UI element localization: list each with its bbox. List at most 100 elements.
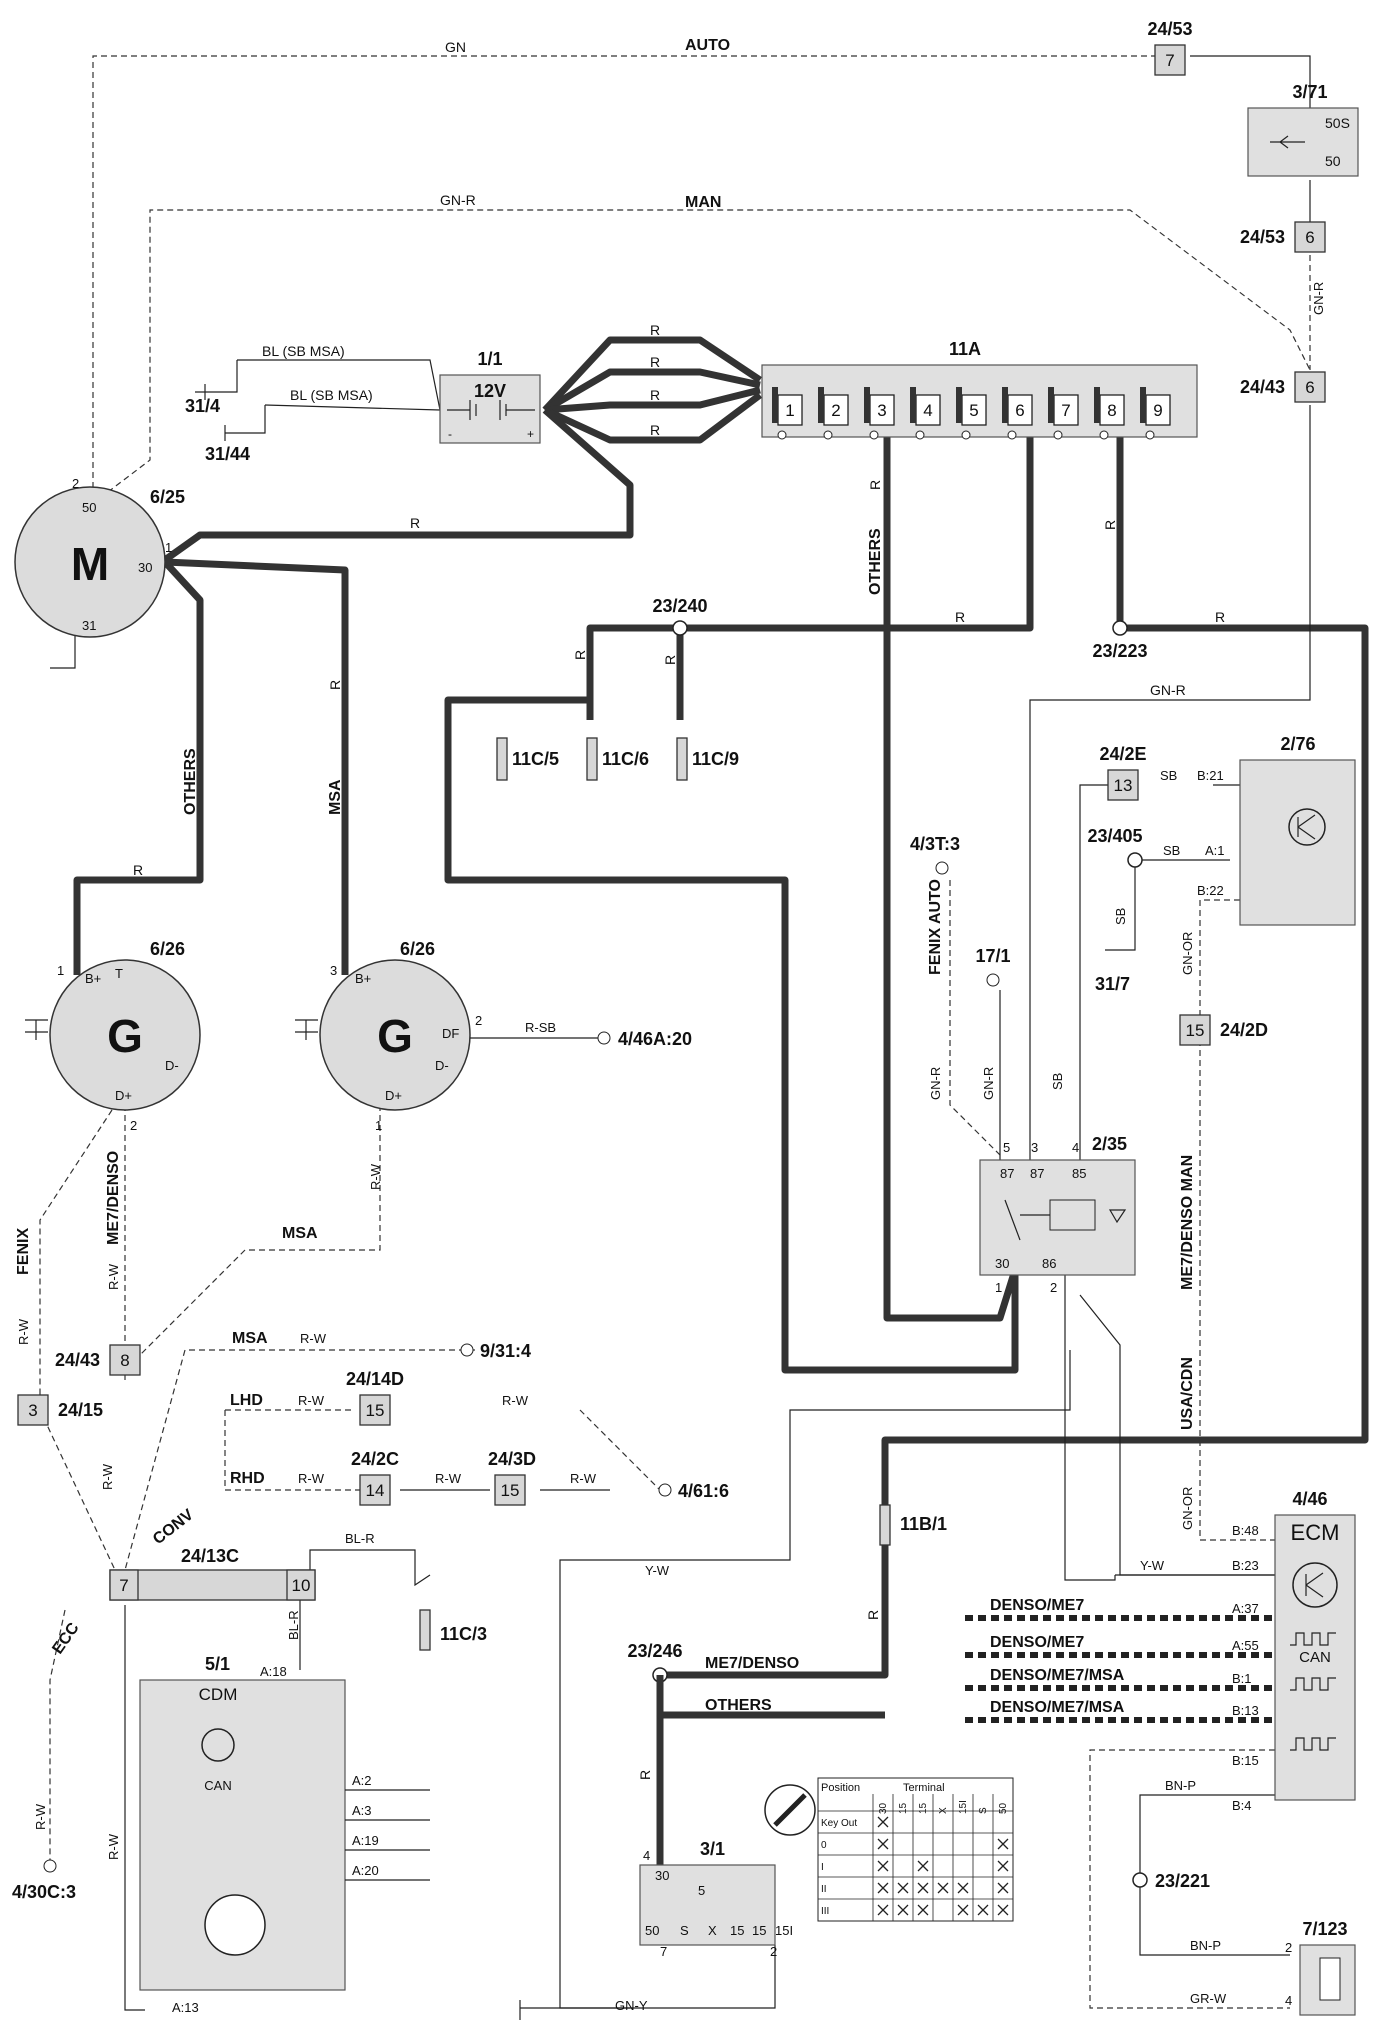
table-mark xyxy=(877,1860,889,1872)
fuse-clip xyxy=(818,387,824,423)
svg-text:7: 7 xyxy=(660,1944,667,1959)
svg-text:B:1: B:1 xyxy=(1232,1671,1252,1686)
svg-text:R-W: R-W xyxy=(298,1471,325,1486)
svg-text:R-W: R-W xyxy=(368,1163,383,1190)
splice-23-240: 23/240 xyxy=(652,596,708,636)
ground-31-4: 31/4 xyxy=(185,384,220,416)
svg-text:FENIX: FENIX xyxy=(15,1228,32,1275)
table-col-label: 15I xyxy=(958,1800,969,1814)
svg-text:3: 3 xyxy=(28,1401,37,1420)
svg-text:2: 2 xyxy=(770,1944,777,1959)
fuse-terminal xyxy=(1053,430,1063,440)
connector-9-31: 9/31:4 MSA R-W xyxy=(232,1330,531,1361)
module-5-1-cdm: 5/1 CDM CAN A:18 A:2 A:3 A:19 A:20 A:13 xyxy=(139,1654,430,2015)
svg-text:6/26: 6/26 xyxy=(150,939,185,959)
svg-text:ME7/DENSO: ME7/DENSO xyxy=(105,1151,122,1245)
table-col-label: X xyxy=(938,1807,949,1814)
svg-text:A:1: A:1 xyxy=(1205,843,1225,858)
svg-text:USA/CDN: USA/CDN xyxy=(1179,1357,1196,1430)
fuse-number: 2 xyxy=(831,401,840,420)
component-label: 24/53 xyxy=(1147,19,1192,39)
svg-text:B:22: B:22 xyxy=(1197,883,1224,898)
connector-17-1: 17/1 xyxy=(975,946,1011,987)
svg-text:BN-P: BN-P xyxy=(1165,1778,1196,1793)
fuse-clip xyxy=(1094,387,1100,423)
fuse-clip xyxy=(956,387,962,423)
fuse-slot xyxy=(1145,394,1171,426)
svg-text:CAN: CAN xyxy=(1299,1649,1331,1666)
svg-text:24/43: 24/43 xyxy=(1240,377,1285,397)
table-mark xyxy=(877,1882,889,1894)
svg-text:R-W: R-W xyxy=(106,1833,121,1860)
svg-text:A:20: A:20 xyxy=(352,1863,379,1878)
svg-text:4: 4 xyxy=(1072,1140,1079,1155)
splice-23-223: 23/223 xyxy=(1092,620,1148,661)
fuse-terminal xyxy=(823,430,833,440)
ground-31-7: 31/7 xyxy=(1095,974,1130,994)
svg-text:2: 2 xyxy=(1285,1940,1292,1955)
svg-text:8: 8 xyxy=(120,1351,129,1370)
svg-text:SB: SB xyxy=(1113,908,1128,925)
table-col-label: 50 xyxy=(998,1802,1009,1814)
svg-text:G: G xyxy=(377,1010,413,1062)
svg-text:GN-OR: GN-OR xyxy=(1180,1487,1195,1530)
svg-text:GN-R: GN-R xyxy=(1150,682,1186,698)
table-header-terminal: Terminal xyxy=(903,1782,945,1794)
table-col-label: 15 xyxy=(898,1802,909,1814)
svg-text:R: R xyxy=(410,515,420,531)
connector-24-43-top: 6 24/43 xyxy=(1240,371,1326,403)
svg-text:15: 15 xyxy=(1186,1021,1205,1040)
svg-text:24/15: 24/15 xyxy=(58,1400,103,1420)
svg-text:B:23: B:23 xyxy=(1232,1558,1259,1573)
svg-text:6: 6 xyxy=(1305,228,1314,247)
svg-text:R-SB: R-SB xyxy=(525,1020,556,1035)
svg-text:6/26: 6/26 xyxy=(400,939,435,959)
svg-text:24/43: 24/43 xyxy=(55,1350,100,1370)
connector-24-53-mid: 6 24/53 xyxy=(1240,221,1326,253)
ground-31-44: 31/44 xyxy=(205,425,250,464)
svg-text:14: 14 xyxy=(366,1481,385,1500)
table-header-position: Position xyxy=(821,1782,860,1794)
svg-text:D+: D+ xyxy=(115,1088,132,1103)
svg-text:R-W: R-W xyxy=(33,1803,48,1830)
svg-text:X: X xyxy=(708,1923,717,1938)
svg-text:30: 30 xyxy=(995,1256,1009,1271)
svg-text:7/123: 7/123 xyxy=(1302,1919,1347,1939)
svg-text:ECC: ECC xyxy=(49,1620,83,1658)
svg-text:7: 7 xyxy=(119,1576,128,1595)
table-mark xyxy=(877,1816,889,1828)
svg-text:6: 6 xyxy=(1305,378,1314,397)
splice-23-221: 23/221 BN-P BN-P GR-W xyxy=(1132,1778,1227,2006)
svg-text:GN-R: GN-R xyxy=(1311,282,1326,315)
svg-text:31/4: 31/4 xyxy=(185,396,220,416)
svg-text:24/2D: 24/2D xyxy=(1220,1020,1268,1040)
table-mark xyxy=(997,1860,1009,1872)
svg-text:R: R xyxy=(1215,609,1225,625)
svg-text:DENSO/ME7: DENSO/ME7 xyxy=(990,1634,1084,1651)
fuse-number: 7 xyxy=(1061,401,1070,420)
can-bus-lines: DENSO/ME7 DENSO/ME7 DENSO/ME7/MSA DENSO/… xyxy=(965,1597,1275,1723)
svg-text:4/46: 4/46 xyxy=(1292,1489,1327,1509)
svg-text:11B/1: 11B/1 xyxy=(900,1514,947,1534)
svg-text:CONV: CONV xyxy=(150,1506,197,1548)
svg-text:BN-P: BN-P xyxy=(1190,1938,1221,1953)
svg-text:11C/5: 11C/5 xyxy=(512,749,559,769)
svg-text:R: R xyxy=(650,354,660,370)
svg-text:11C/9: 11C/9 xyxy=(692,749,739,769)
starter-motor-6-25: M 6/25 50 2 1 30 31 xyxy=(14,476,185,638)
svg-text:86: 86 xyxy=(1042,1256,1056,1271)
svg-text:23/223: 23/223 xyxy=(1092,641,1147,661)
svg-text:1: 1 xyxy=(57,963,64,978)
svg-text:31/44: 31/44 xyxy=(205,444,250,464)
svg-text:B:21: B:21 xyxy=(1197,768,1224,783)
connector-24-2d: 15 24/2D xyxy=(1179,1014,1268,1046)
svg-text:5/1: 5/1 xyxy=(205,1654,230,1674)
connector-24-14d: 15 24/14D LHD R-W R-W xyxy=(230,1369,529,1426)
svg-text:B:4: B:4 xyxy=(1232,1798,1252,1813)
fuse-slot xyxy=(777,394,803,426)
svg-text:B+: B+ xyxy=(85,971,101,986)
svg-text:GN-OR: GN-OR xyxy=(1180,932,1195,975)
table-mark xyxy=(897,1904,909,1916)
